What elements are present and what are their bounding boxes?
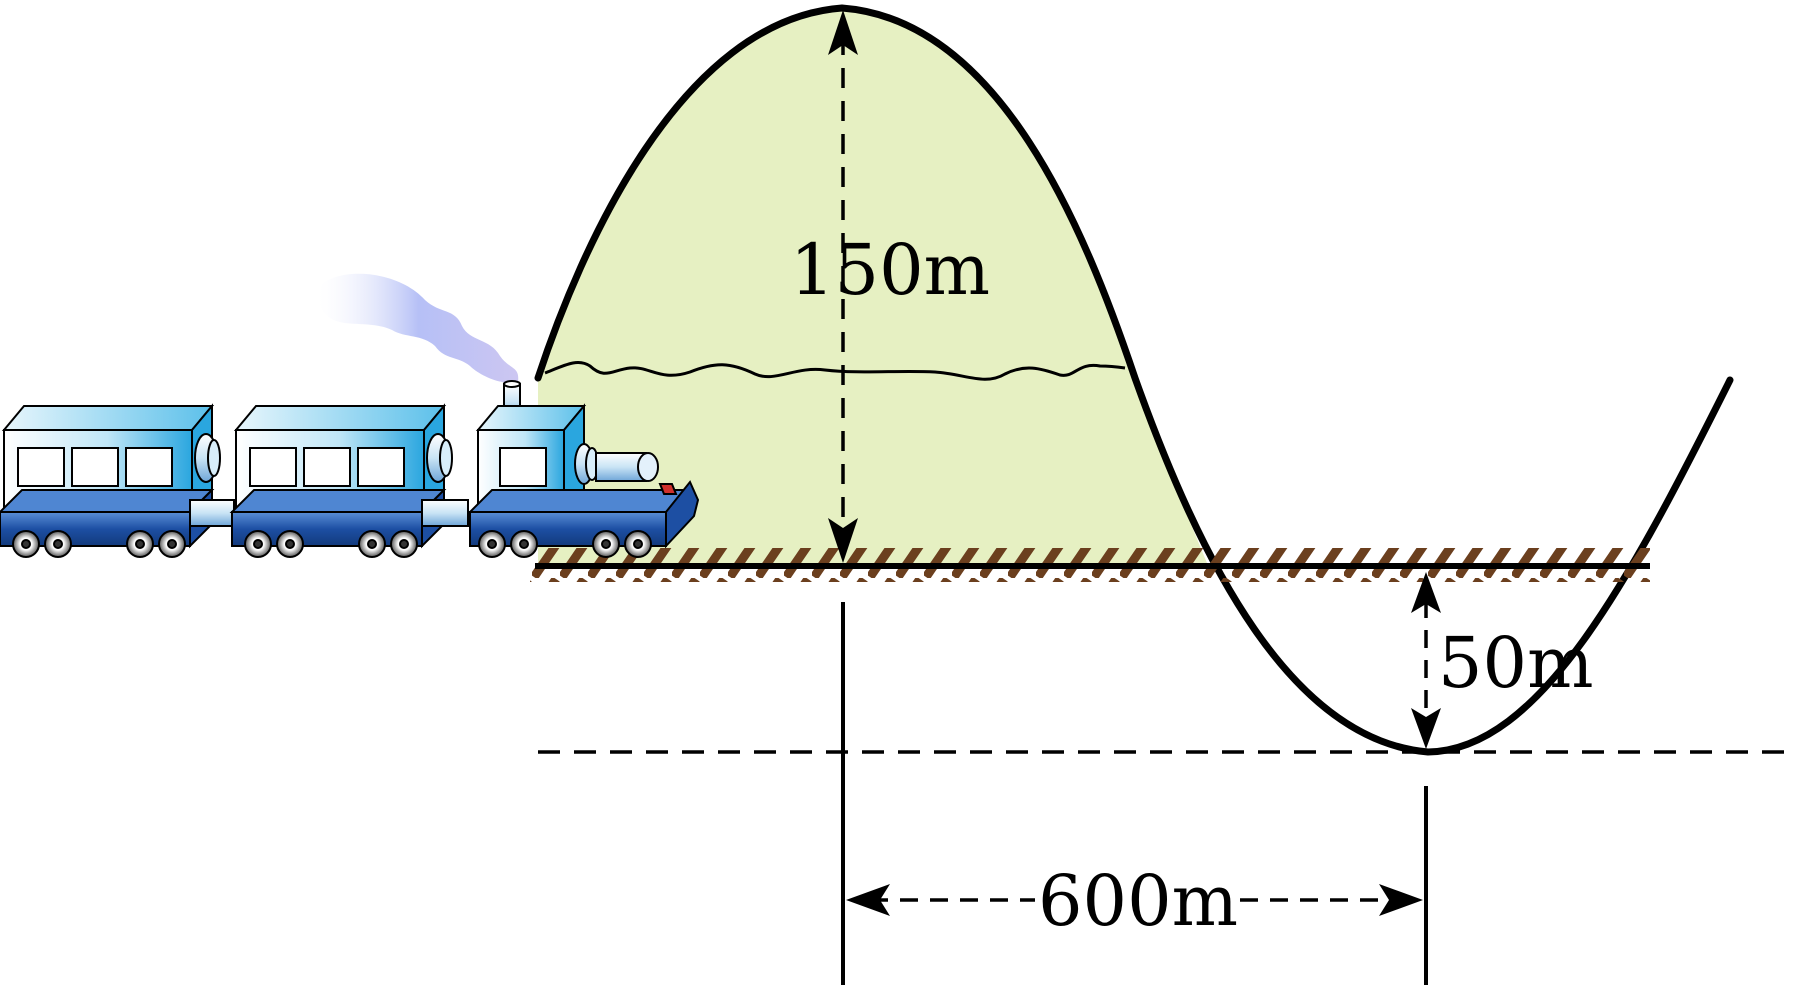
- width-label: 600m: [1038, 860, 1238, 942]
- arrow-up-icon: [1411, 572, 1441, 613]
- hill-cut-line: [544, 361, 1126, 381]
- train-car-1: [0, 403, 235, 558]
- depth-label: 50m: [1438, 622, 1593, 704]
- terrain-curve: [534, 4, 1734, 756]
- hill-area: [538, 8, 1207, 563]
- rail-track: [530, 548, 1650, 582]
- arrow-down-icon: [828, 518, 858, 563]
- arrow-left-icon: [846, 884, 890, 916]
- height-dimension: [828, 10, 858, 563]
- height-label: 150m: [790, 229, 990, 311]
- width-dimension: [846, 884, 1423, 916]
- depth-dimension: [1411, 572, 1441, 749]
- arrow-right-icon: [1379, 884, 1423, 916]
- train-locomotive: [467, 380, 700, 558]
- arrow-up-icon: [828, 10, 858, 55]
- arrow-down-icon: [1411, 708, 1441, 749]
- smoke-icon: [318, 273, 519, 383]
- steam-train-icon: [0, 380, 700, 558]
- train-car-2: [229, 403, 469, 558]
